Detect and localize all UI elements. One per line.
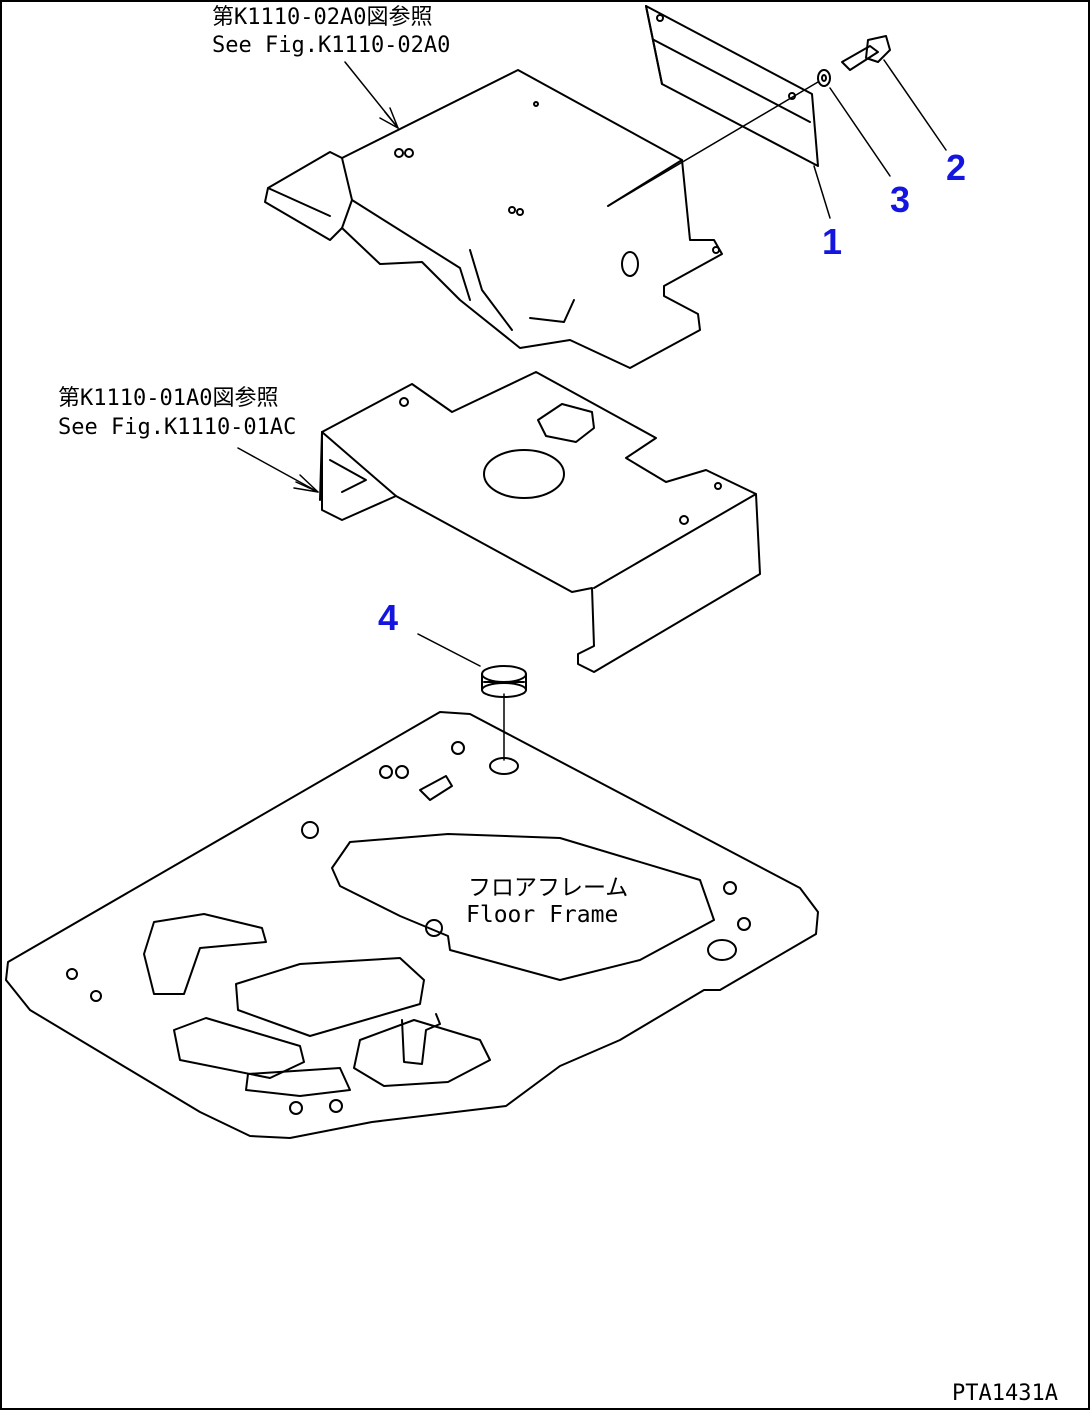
lower-ref-en: See Fig.K1110-01AC — [58, 415, 296, 440]
callout-3: 3 — [890, 179, 910, 220]
washer-part-3 — [817, 69, 831, 87]
floor-frame-label-jp: フロアフレーム — [468, 875, 628, 901]
callout-2: 2 — [946, 147, 966, 188]
bolt-part-2 — [841, 35, 891, 71]
leader-1 — [813, 165, 831, 219]
lower-cover — [319, 371, 761, 673]
lower-ref-jp: 第K1110-01A0図参照 — [58, 386, 278, 411]
leader-2 — [883, 59, 947, 151]
upper-ref-leader — [344, 61, 399, 129]
callout-4: 4 — [378, 597, 398, 638]
lower-ref-leader — [237, 447, 319, 493]
upper-cover — [264, 69, 723, 369]
callout-1: 1 — [822, 221, 842, 262]
leader-3 — [829, 87, 891, 177]
bracket-plate — [645, 5, 819, 167]
floor-frame-label-en: Floor Frame — [466, 902, 618, 928]
upper-ref-jp: 第K1110-02A0図参照 — [212, 5, 432, 30]
upper-ref-en: See Fig.K1110-02A0 — [212, 33, 450, 58]
figure-code: PTA1431A — [952, 1381, 1058, 1406]
plug-part-4 — [481, 665, 527, 698]
fastener-axis-line — [607, 81, 819, 207]
leader-4 — [417, 633, 481, 667]
floor-frame — [5, 711, 819, 1139]
